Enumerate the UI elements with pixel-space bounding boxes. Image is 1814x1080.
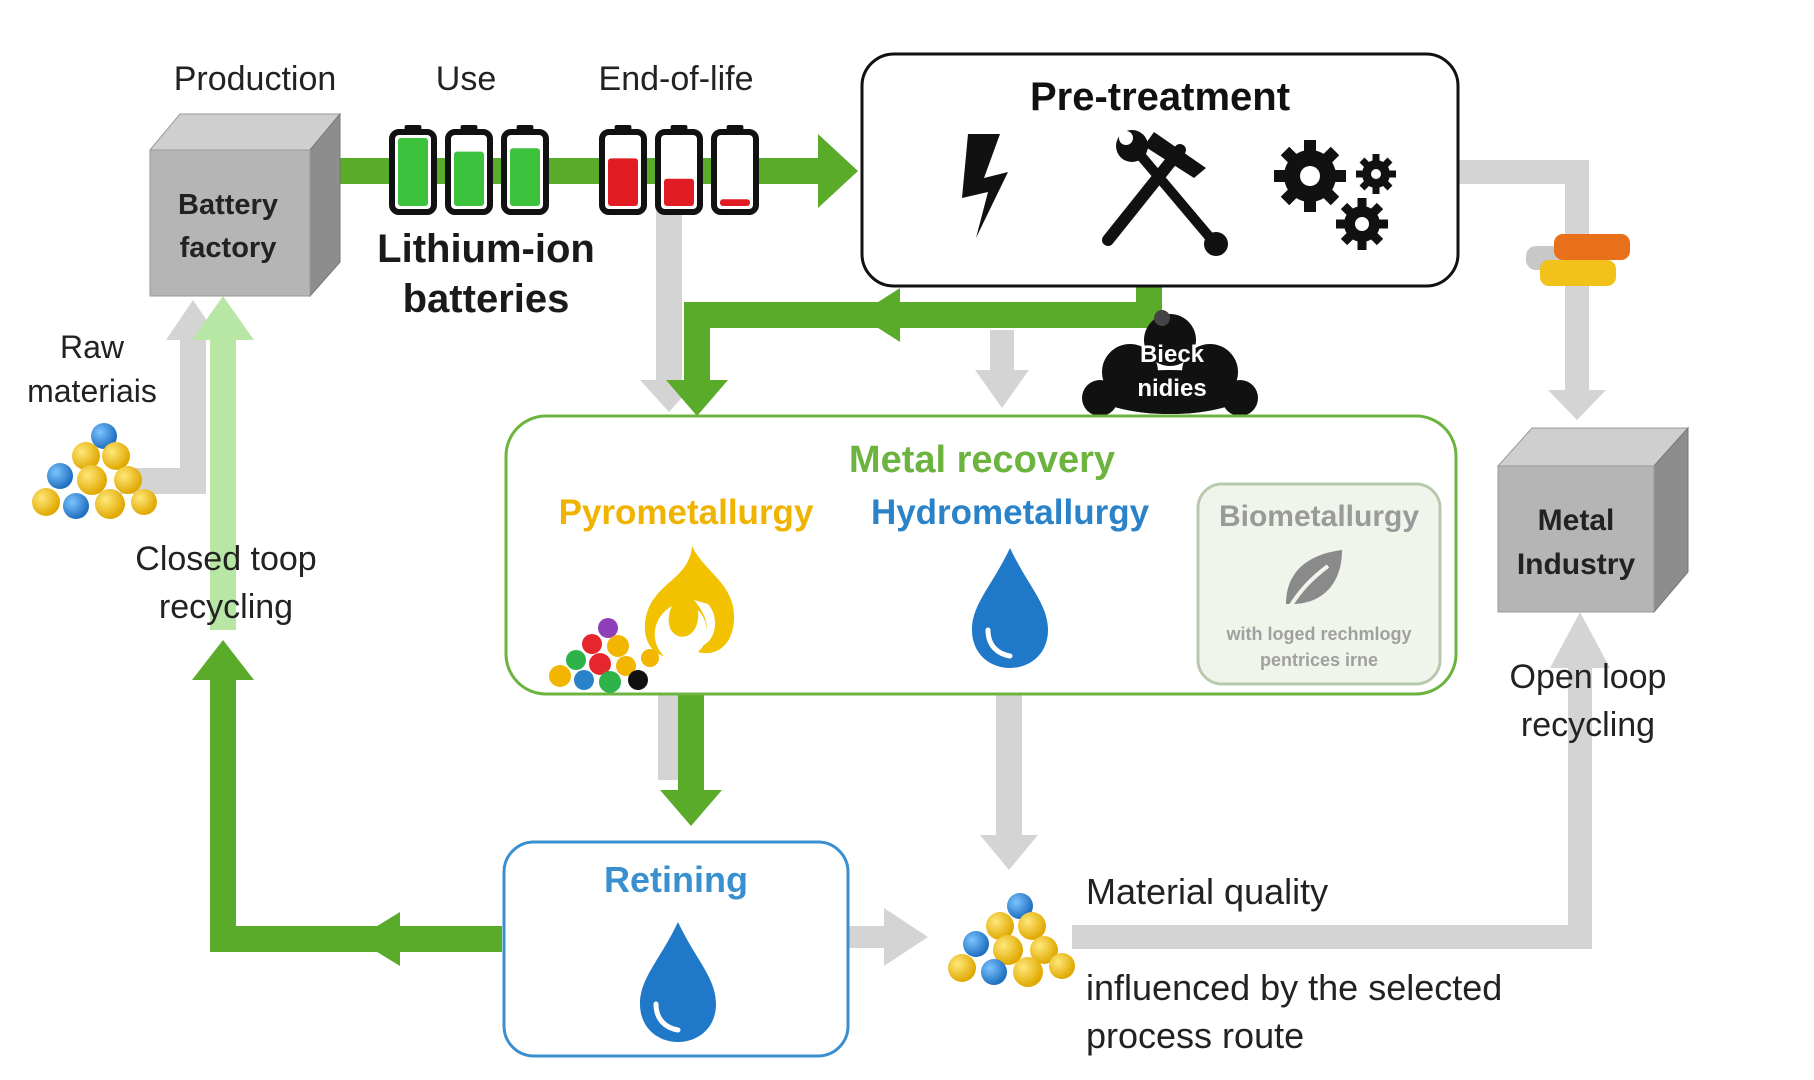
material-quality-note-2: process route xyxy=(1086,1015,1304,1056)
metal-bars-icon xyxy=(1526,234,1630,286)
arrowhead-to-metal-industry xyxy=(1548,390,1606,420)
raw-materials-line1: Raw xyxy=(60,329,125,365)
flow-refining-right xyxy=(842,926,892,948)
metal-industry-front-face xyxy=(1497,465,1655,613)
battery-use-2-charge xyxy=(454,151,484,206)
flow-quality-up xyxy=(1568,660,1592,949)
pretreatment-title: Pre-treatment xyxy=(1030,75,1290,119)
biometallurgy-box: Biometallurgy with loged rechmlogy pentr… xyxy=(1196,482,1442,686)
battery-eol-1 xyxy=(599,125,647,215)
arrowhead-pretreat-gray-down xyxy=(975,370,1029,408)
lightning-icon xyxy=(962,134,1008,238)
battery-factory-cube: Battery factory xyxy=(148,112,342,298)
battery-eol-3 xyxy=(711,125,759,215)
battery-eol-2 xyxy=(655,125,703,215)
biometallurgy-note-1: with loged rechmlogy xyxy=(1225,624,1411,644)
flow-recovery-gray-left xyxy=(658,690,680,780)
black-mass-line2: nidies xyxy=(1137,375,1206,402)
battery-use-1-charge xyxy=(398,138,428,206)
hydrometallurgy-label: Hydrometallurgy xyxy=(871,493,1150,532)
flow-closed-loop-light xyxy=(210,330,236,630)
recovered-material-balls xyxy=(948,893,1075,987)
metal-recovery-box: Metal recovery Pyrometallurgy Hydrometal… xyxy=(504,414,1458,696)
black-mass-pile xyxy=(1082,310,1258,416)
battery-use-3-charge xyxy=(510,148,540,206)
battery-use-1 xyxy=(389,125,437,215)
arrowhead-refining-right xyxy=(884,908,928,966)
open-loop-line1: Open loop xyxy=(1510,658,1667,696)
biometallurgy-label: Biometallurgy xyxy=(1219,500,1419,533)
arrowhead-closed-loop-light xyxy=(192,296,254,340)
pyrometallurgy-label: Pyrometallurgy xyxy=(559,493,814,532)
gears-icon xyxy=(1274,140,1396,250)
flow-pretreat-left xyxy=(684,302,1162,328)
flame-icon xyxy=(644,546,735,656)
flow-closed-loop-up xyxy=(210,660,236,952)
material-quality-title: Material quality xyxy=(1086,871,1328,912)
battery-eol-1-charge xyxy=(608,158,638,206)
stage-production: Production xyxy=(174,60,337,98)
stage-use: Use xyxy=(436,60,496,98)
black-mass-line1: Bieck xyxy=(1140,341,1205,368)
arrowhead-to-pretreat xyxy=(818,134,858,208)
batteries-label-line1: Lithium-ion xyxy=(377,227,595,271)
metal-industry-line2: Industry xyxy=(1517,548,1636,581)
arrowhead-closed-loop-up xyxy=(192,640,254,680)
metal-industry-cube: Metal Industry xyxy=(1496,426,1690,614)
factory-top-face xyxy=(148,113,342,151)
closed-loop-line1: Closed toop xyxy=(135,540,316,578)
arrowhead-hydro-down xyxy=(980,835,1038,870)
raw-materials-balls xyxy=(32,423,157,519)
hammer-wrench-icon xyxy=(1102,130,1228,256)
arrowhead-to-refining xyxy=(660,790,722,826)
leaf-icon xyxy=(1286,550,1342,612)
flow-eol-to-recovery xyxy=(656,210,682,390)
flow-raw-up xyxy=(180,330,206,490)
flow-pretreat-right xyxy=(1448,160,1588,184)
battery-eol-3-charge xyxy=(720,199,750,206)
factory-label-line1: Battery xyxy=(178,189,278,221)
mixed-metal-balls xyxy=(549,618,659,693)
flow-pretreat-to-recovery xyxy=(684,302,710,392)
refining-box: Retining xyxy=(502,840,850,1058)
closed-loop-line2: recycling xyxy=(159,588,293,626)
factory-label-line2: factory xyxy=(180,232,277,264)
material-quality-note-1: influenced by the selected xyxy=(1086,967,1502,1008)
pretreatment-box: Pre-treatment xyxy=(860,52,1460,288)
water-drop-icon-refining xyxy=(640,922,716,1042)
flow-hydro-down xyxy=(996,690,1022,840)
arrowhead-pretreat-left xyxy=(858,288,900,342)
arrowhead-to-recovery xyxy=(666,380,728,416)
raw-materials-line2: materiais xyxy=(27,373,157,409)
arrowhead-to-open-loop xyxy=(1550,612,1610,668)
battery-eol-2-charge xyxy=(664,178,694,206)
biometallurgy-note-2: pentrices irne xyxy=(1260,650,1378,670)
flow-recovery-to-refining xyxy=(678,690,704,800)
water-drop-icon-hydro xyxy=(972,548,1048,668)
open-loop-line2: recycling xyxy=(1521,706,1655,744)
battery-icons xyxy=(389,125,759,215)
batteries-label-line2: batteries xyxy=(403,277,570,321)
battery-use-2 xyxy=(445,125,493,215)
factory-front-face xyxy=(149,149,311,297)
battery-use-3 xyxy=(501,125,549,215)
arrowhead-refining-left xyxy=(356,912,400,966)
metal-industry-line1: Metal xyxy=(1538,504,1615,537)
flow-quality-right xyxy=(1072,925,1592,949)
metal-recovery-title: Metal recovery xyxy=(849,439,1115,481)
refining-title: Retining xyxy=(604,859,748,900)
stage-end-of-life: End-of-life xyxy=(599,60,754,98)
